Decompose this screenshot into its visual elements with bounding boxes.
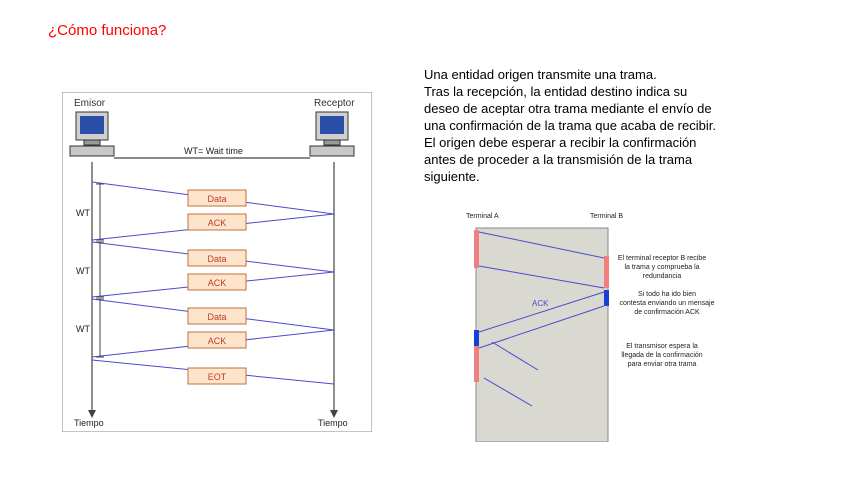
description-line: siguiente.	[424, 169, 480, 184]
svg-text:de confirmación ACK: de confirmación ACK	[634, 309, 700, 316]
ack-note: Si todo ha ido bien contesta enviando un…	[620, 291, 715, 316]
sender-time-label: Tiempo	[74, 418, 104, 428]
svg-text:Si todo ha ido bien: Si todo ha ido bien	[638, 291, 696, 298]
ack-label: ACK	[532, 299, 549, 308]
description-line: Una entidad origen transmite una trama.	[424, 67, 657, 82]
ack-received-bar	[474, 330, 479, 346]
svg-text:El transmisor espera la: El transmisor espera la	[626, 343, 698, 350]
receiver-time-label: Tiempo	[318, 418, 348, 428]
description-line: El origen debe esperar a recibir la conf…	[424, 135, 697, 150]
frame-box-data: Data	[187, 307, 247, 325]
svg-text:la trama y comprueba la: la trama y comprueba la	[624, 264, 699, 271]
slide-title: ¿Cómo funciona?	[48, 22, 167, 39]
terminal-b-label: Terminal B	[590, 213, 623, 220]
svg-text:ACK: ACK	[208, 336, 227, 346]
description-text: Una entidad origen transmite una trama. …	[424, 66, 814, 185]
wt-label: WT	[76, 266, 90, 276]
wt-label: WT	[76, 208, 90, 218]
svg-text:ACK: ACK	[208, 218, 227, 228]
wait-bar	[474, 346, 479, 382]
ack-send-bar	[604, 290, 609, 306]
wait-time-label: WT= Wait time	[184, 146, 243, 156]
wt-label: WT	[76, 324, 90, 334]
transmit-bar	[474, 230, 479, 268]
frame-box-data: Data	[187, 189, 247, 207]
terminal-a-label: Terminal A	[466, 213, 499, 220]
exchange-panel	[475, 227, 609, 443]
receiver-note: El terminal receptor B recibe la trama y…	[618, 255, 706, 280]
description-line: una confirmación de la trama que acaba d…	[424, 118, 716, 133]
frame-box-eot: EOT	[187, 367, 247, 385]
svg-text:redundancia: redundancia	[643, 273, 682, 280]
svg-text:Data: Data	[207, 254, 226, 264]
frame-box-ack: ACK	[187, 273, 247, 291]
svg-text:Data: Data	[207, 194, 226, 204]
svg-text:EOT: EOT	[208, 372, 227, 382]
terminal-exchange-diagram: Terminal A Terminal B ACK El terminal re…	[462, 210, 732, 443]
frame-box-ack: ACK	[187, 213, 247, 231]
receiver-label: Receptor	[314, 98, 355, 109]
description-line: Tras la recepción, la entidad destino in…	[424, 84, 688, 99]
svg-text:llegada de la confirmación: llegada de la confirmación	[621, 352, 702, 359]
check-bar	[604, 256, 609, 288]
frame-box-data: Data	[187, 249, 247, 267]
sender-note: El transmisor espera la llegada de la co…	[621, 343, 702, 368]
sender-label: Emisor	[74, 98, 106, 109]
exchange-arrows	[478, 231, 605, 407]
description-line: deseo de aceptar otra trama mediante el …	[424, 101, 712, 116]
svg-text:para enviar otra trama: para enviar otra trama	[628, 361, 697, 368]
svg-text:ACK: ACK	[208, 278, 227, 288]
svg-text:Data: Data	[207, 312, 226, 322]
svg-text:contesta enviando un mensaje: contesta enviando un mensaje	[620, 300, 715, 307]
frame-box-ack: ACK	[187, 331, 247, 349]
receiver-computer-icon	[309, 111, 355, 157]
svg-text:El terminal receptor B recibe: El terminal receptor B recibe	[618, 255, 706, 262]
description-line: antes de proceder a la transmisión de la…	[424, 152, 693, 167]
stop-and-wait-diagram: Emisor Receptor WT= Wait time WT WT WT	[61, 91, 373, 433]
sender-computer-icon	[69, 111, 115, 157]
